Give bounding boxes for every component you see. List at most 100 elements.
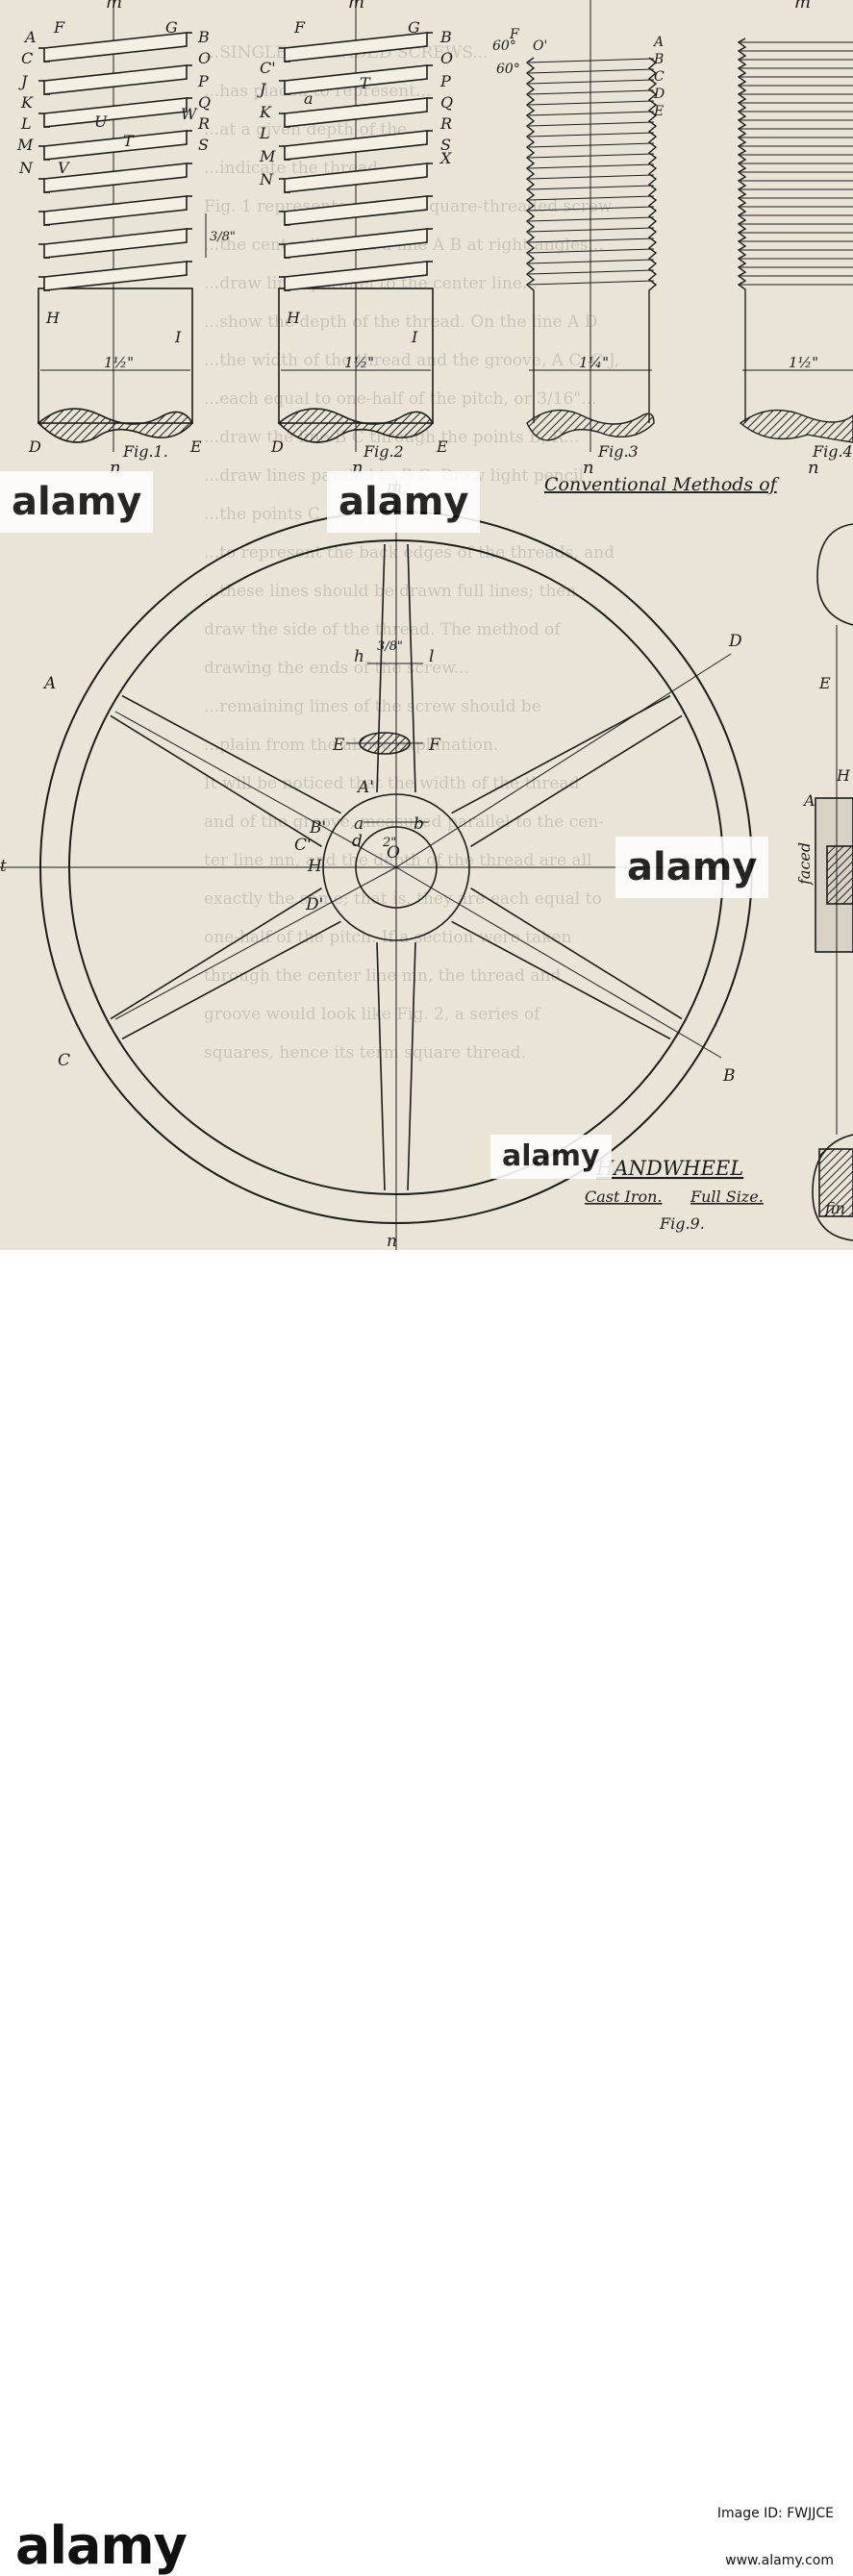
fig2-label: a [304,89,314,108]
fig2-label: L [259,124,270,142]
fig1-label: C [21,49,33,67]
fig1-label: D [28,438,41,456]
fig2-label: Q [440,93,453,112]
background-text-line: one-half of the pitch. If a section were… [204,928,571,947]
fig3-label: B [653,52,664,67]
fig2-label: H [286,309,301,327]
wheel-label-a: a [354,814,364,834]
thread-crest [43,163,188,193]
wheel-label-B1: B' [309,818,326,838]
center-label-m: m [106,0,122,13]
thread-crest [284,32,428,63]
wheel-label-F: F [428,736,441,755]
side-label-faced: faced [795,842,814,886]
wheel-label-H: H [307,857,323,876]
fig1-label: F [53,18,65,37]
thread-crest [43,97,188,128]
background-text-line: It will be noticed that the width of the… [204,774,580,793]
center-label-m: m [794,0,811,13]
background-text-line: through the center line mn, the thread a… [204,966,561,986]
wheel-label-t: t [0,857,7,876]
fig2-label: F [293,18,306,37]
background-text-line: ...plain from the above explanation. [204,736,498,755]
background-text-line: ...the width of the thread and the groov… [204,351,619,370]
spoke-edge [121,694,341,814]
fig2-section-hatch [277,408,434,443]
wheel-label-A: A [42,674,56,693]
background-text-line: ...to represent the back edges of the th… [204,543,615,563]
side-label-H: H [836,766,851,785]
fig1-label: P [197,72,209,90]
fig1-width-dimension: 1½" [104,354,134,371]
thread-crest [43,64,188,95]
fig2-square-thread-section [277,0,434,452]
section-title: Conventional Methods of [544,474,780,495]
fig2-label: O [440,49,453,67]
alamy-logo: alamy [15,2515,188,2576]
fig1-label: B [197,28,210,46]
fig1-label: N [18,159,34,177]
thread-crest [284,130,428,161]
fig1-label: O [198,49,211,67]
fig4-caption: Fig.4 [812,442,853,461]
fig1-label: G [165,18,178,37]
material-note: Cast Iron. [585,1188,663,1206]
fig2-caption: Fig.2 [363,442,404,461]
wheel-label-D1: D' [305,895,323,914]
fig2-label: N [259,170,274,188]
stock-url: www.alamy.com [725,2553,834,2568]
drawing-title: HANDWHEEL [595,1157,743,1180]
thread-crest [284,97,428,128]
thread-crest [43,261,188,291]
wheel-label-D: D [728,632,742,651]
background-text-line: squares, hence its term square thread. [204,1043,526,1063]
fig3-v-thread [525,0,658,452]
spoke-edge [451,920,671,1040]
fig1-label: R [197,114,210,133]
spoke-edge [110,887,322,1020]
fig2-label: X [439,149,452,167]
thread-crest [43,228,188,259]
spoke-edge [121,920,341,1040]
background-text-line: ...each equal to one-half of the pitch, … [204,389,596,409]
fig1-label: S [198,136,209,154]
thread-crest [284,163,428,193]
fig3-label: 60° [496,62,520,77]
fig4-section-hatch [739,409,853,443]
pitch-dimension: 3/8" [210,230,236,244]
fig1-label: K [20,93,34,112]
fig3-caption: Fig.3 [597,442,639,461]
fig2-label: J [257,80,267,98]
drawing-plate: ...SINGLE THREADED SCREWS......has place… [0,0,853,1250]
spoke-edge [470,714,683,848]
thread-crest [284,195,428,226]
fig2-label: D [270,438,284,456]
watermark: alamy [327,471,481,533]
fig2-label: C' [260,59,276,77]
center-label-n: n [352,458,364,478]
fig2-label: T [360,74,371,92]
fig2-label: S [440,136,451,154]
background-text: ...SINGLE THREADED SCREWS......has place… [204,43,619,1063]
fig1-label: W [181,105,198,123]
fig3-section-hatch [526,409,655,441]
fig3-label: A [652,35,664,50]
fig2-label: G [408,18,420,37]
center-label-n: n [808,458,819,478]
spoke-edge [376,941,386,1191]
thread-crest [43,195,188,226]
fig1-label: U [94,113,108,131]
fig1-label: I [174,328,182,346]
fig1-square-thread [37,0,207,452]
fig3-label: 60° [492,38,516,54]
thread-crest [43,32,188,63]
wheel-label-O: O [387,843,400,863]
background-text-line: exactly the same; that is, they are each… [204,889,602,909]
wheel-label-hub_width: 2" [382,836,396,850]
center-label-m: m [348,0,364,13]
wheel-label-slot: 3/8" [377,639,403,654]
fig1-label: Q [198,93,211,112]
fig2-label: I [411,328,418,346]
side-label-E: E [818,674,831,692]
fig3-label: C [654,69,665,85]
